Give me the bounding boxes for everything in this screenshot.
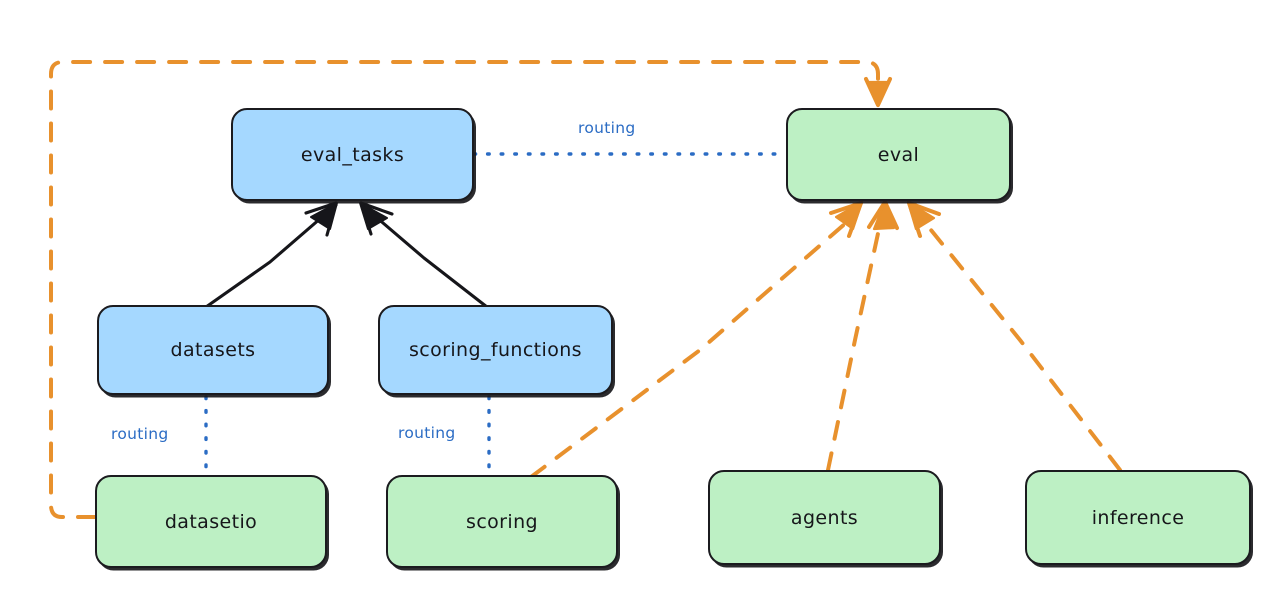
node-label-inference: inference — [1091, 506, 1185, 529]
node-label-scoring: scoring — [466, 510, 538, 533]
node-label-agents: agents — [790, 506, 859, 529]
edge-label-routing-datasets: routing — [111, 425, 169, 443]
edge-scoring-to-eval-dependency — [529, 200, 864, 479]
node-label-eval: eval — [877, 143, 920, 166]
node-label-eval-tasks: eval_tasks — [300, 143, 405, 166]
edge-label-routing-eval-tasks: routing — [578, 119, 636, 137]
edge-label-routing-scoring-functions: routing — [398, 424, 456, 442]
node-label-scoring-functions: scoring_functions — [409, 339, 582, 361]
node-agents[interactable]: agents — [708, 470, 941, 565]
edge-inference-to-eval-dependency — [906, 200, 1122, 472]
node-scoring[interactable]: scoring — [386, 475, 618, 568]
node-eval[interactable]: eval — [786, 108, 1011, 201]
edge-agents-to-eval-dependency — [826, 199, 899, 472]
node-scoring-functions[interactable]: scoring_functions — [378, 305, 613, 395]
node-label-datasets: datasets — [170, 339, 256, 361]
node-datasetio[interactable]: datasetio — [95, 475, 327, 568]
node-eval-tasks[interactable]: eval_tasks — [231, 108, 474, 201]
node-label-datasetio: datasetio — [164, 510, 258, 533]
edge-datasetio-to-eval-dependency — [49, 60, 892, 519]
edge-scoring-functions-to-eval-tasks — [359, 201, 489, 309]
node-inference[interactable]: inference — [1025, 470, 1251, 565]
node-datasets[interactable]: datasets — [97, 305, 329, 395]
edge-datasets-to-eval-tasks — [204, 201, 338, 309]
